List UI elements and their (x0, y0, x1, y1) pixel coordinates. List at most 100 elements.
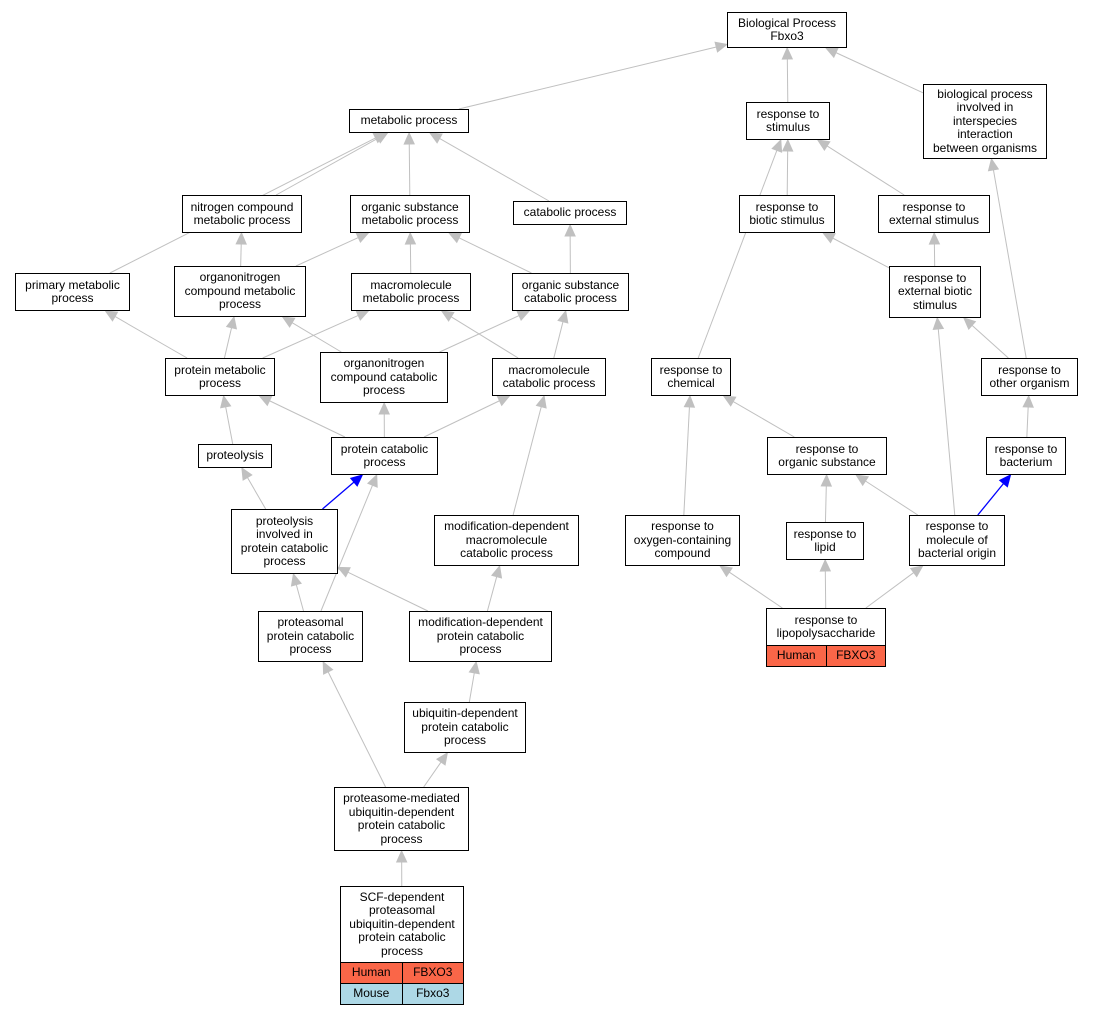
gene-cell[interactable]: Fbxo3 (401, 984, 464, 1004)
node-label: SCF-dependent proteasomal ubiquitin-depe… (349, 889, 455, 958)
edge-response_lipid-to-response_organic_substance (820, 473, 833, 523)
edge-arrowhead (241, 466, 253, 481)
edge-line (992, 169, 1027, 359)
node-response-to-external-biotic-stimulus[interactable]: response to external biotic stimulus (889, 266, 981, 318)
node-organic-substance-catabolic[interactable]: organic substance catabolic process (512, 273, 629, 311)
gene-cell[interactable]: FBXO3 (401, 963, 464, 983)
node-organic-substance-metabolic[interactable]: organic substance metabolic process (350, 195, 470, 233)
gene-cell[interactable]: FBXO3 (825, 646, 886, 666)
edge-response_other_organism-to-response_external_biotic (963, 317, 1009, 359)
edge-arrowhead (822, 232, 836, 244)
edge-arrowhead (281, 316, 296, 328)
edge-proteasomal_catabolic-to-protein_catabolic (320, 473, 378, 612)
edge-mod_dep_macromolecule-to-macromolecule_catabolic (512, 394, 547, 516)
edge-response_external_biotic-to-response_biotic (822, 232, 890, 269)
node-proteasomal-protein-catabolic[interactable]: proteasomal protein catabolic process (258, 611, 363, 662)
edge-line (322, 481, 355, 510)
edge-arrowhead (722, 395, 737, 407)
node-macromolecule-metabolic[interactable]: macromolecule metabolic process (351, 273, 471, 311)
edge-nitrogen_compound-to-metabolic_process (275, 132, 389, 196)
node-protein-metabolic[interactable]: protein metabolic process (165, 358, 275, 396)
edge-response_bacterium-to-response_other_organism (1022, 394, 1034, 438)
node-scf-dependent-proteasomal-ubiquitin-dependent-protein-catabolic[interactable]: SCF-dependent proteasomal ubiquitin-depe… (340, 886, 464, 1005)
node-label: Biological Process Fbxo3 (737, 15, 837, 43)
node-response-to-lipopolysaccharide[interactable]: response to lipopolysaccharide Human FBX… (766, 608, 886, 667)
node-protein-catabolic[interactable]: protein catabolic process (331, 437, 438, 475)
edge-macromolecule_catabolic-to-organic_substance_catabolic (553, 309, 569, 359)
node-label: response to oxygen-containing compound (633, 519, 732, 561)
edge-mod_dep_protein-to-proteolysis_catabolic (336, 566, 429, 612)
node-macromolecule-catabolic[interactable]: macromolecule catabolic process (492, 358, 606, 396)
species-cell: Human (776, 648, 816, 663)
edge-organic_substance_catabolic-to-catabolic_process (564, 223, 576, 274)
edge-line (114, 316, 188, 359)
node-response-to-biotic-stimulus[interactable]: response to biotic stimulus (739, 195, 835, 233)
node-label: proteasomal protein catabolic process (266, 615, 355, 657)
edge-arrowhead (366, 473, 378, 488)
edge-arrowhead (516, 310, 531, 322)
node-catabolic-process[interactable]: catabolic process (513, 201, 627, 225)
edge-line (937, 328, 956, 516)
node-biological-process-interspecies[interactable]: biological process involved in interspec… (923, 84, 1047, 159)
node-label: response to lipid (793, 526, 857, 554)
node-response-to-chemical[interactable]: response to chemical (651, 358, 731, 396)
edge-lps-to-response_oxygen (719, 565, 783, 609)
edge-line (458, 46, 717, 110)
edge-line (275, 137, 379, 196)
species-cell: Mouse (353, 986, 390, 1001)
node-modification-dependent-protein-catabolic[interactable]: modification-dependent protein catabolic… (409, 611, 552, 662)
edge-arrowhead (963, 317, 977, 331)
edge-line (439, 138, 550, 202)
node-proteasome-mediated-ubiquitin-dependent-protein-catabolic[interactable]: proteasome-mediated ubiquitin-dependent … (334, 787, 469, 851)
edge-arrowhead (448, 232, 462, 244)
node-proteolysis[interactable]: proteolysis (198, 444, 272, 468)
node-modification-dependent-macromolecule-catabolic[interactable]: modification-dependent macromolecule cat… (434, 515, 579, 566)
node-response-to-other-organism[interactable]: response to other organism (981, 358, 1078, 396)
node-response-to-lipid[interactable]: response to lipid (786, 522, 864, 560)
edge-scf-to-proteasome_mediated (395, 849, 408, 887)
node-organonitrogen-compound-metabolic[interactable]: organonitrogen compound metabolic proces… (174, 266, 306, 317)
edge-arrowhead (928, 231, 941, 245)
node-label: response to bacterium (994, 441, 1058, 469)
edge-arrowhead (404, 231, 417, 245)
edge-line (865, 480, 919, 516)
node-proteolysis-involved-in-protein-catabolic[interactable]: proteolysis involved in protein cataboli… (231, 509, 338, 574)
node-title: SCF-dependent proteasomal ubiquitin-depe… (341, 887, 463, 962)
edge-line (824, 485, 827, 523)
node-biological-process[interactable]: Biological Process Fbxo3 (727, 12, 847, 48)
edge-proteasome_mediated-to-ubiquitin_dep (423, 752, 448, 788)
edge-line (486, 576, 498, 612)
node-nitrogen-compound-metabolic[interactable]: nitrogen compound metabolic process (182, 195, 302, 233)
node-response-to-organic-substance[interactable]: response to organic substance (767, 437, 887, 475)
node-ubiquitin-dependent-protein-catabolic[interactable]: ubiquitin-dependent protein catabolic pr… (404, 702, 526, 753)
edge-line (223, 327, 233, 359)
edge-arrowhead (235, 231, 247, 245)
edge-arrowhead (290, 572, 302, 587)
edge-protein_metabolic-to-macromolecule_metabolic (262, 310, 370, 359)
edge-response_bacterial_molecule-to-response_external_biotic (932, 316, 956, 516)
node-primary-metabolic[interactable]: primary metabolic process (15, 273, 130, 311)
edge-line (269, 400, 346, 438)
edge-arrowhead (322, 660, 334, 675)
edge-line (826, 145, 905, 196)
edge-organic_substance_metabolic-to-metabolic_process (403, 131, 415, 196)
edge-protein_metabolic-to-primary_metabolic (104, 310, 188, 359)
edge-line (835, 52, 924, 94)
edge-response_chemical-to-response_stimulus (697, 138, 783, 359)
node-response-to-external-stimulus[interactable]: response to external stimulus (878, 195, 990, 233)
edge-arrowhead (468, 660, 480, 675)
node-response-to-stimulus[interactable]: response to stimulus (746, 102, 830, 140)
node-metabolic-process[interactable]: metabolic process (349, 109, 469, 133)
edge-organonitrogen_catabolic-to-organonitrogen_metabolic (281, 316, 342, 353)
edge-response_stimulus-to-bio_process (781, 46, 794, 103)
node-organonitrogen-compound-catabolic[interactable]: organonitrogen compound catabolic proces… (320, 352, 448, 403)
edge-line (832, 237, 890, 269)
edge-arrowhead (557, 309, 569, 324)
edge-response_external_biotic-to-response_external (928, 231, 941, 267)
node-response-to-molecule-of-bacterial-origin[interactable]: response to molecule of bacterial origin (909, 515, 1005, 566)
node-response-to-bacterium[interactable]: response to bacterium (986, 437, 1066, 475)
node-response-to-oxygen-containing-compound[interactable]: response to oxygen-containing compound (625, 515, 740, 566)
edge-line (971, 324, 1009, 359)
edge-response_organic_substance-to-response_chemical (722, 395, 795, 438)
edge-line (408, 143, 411, 196)
